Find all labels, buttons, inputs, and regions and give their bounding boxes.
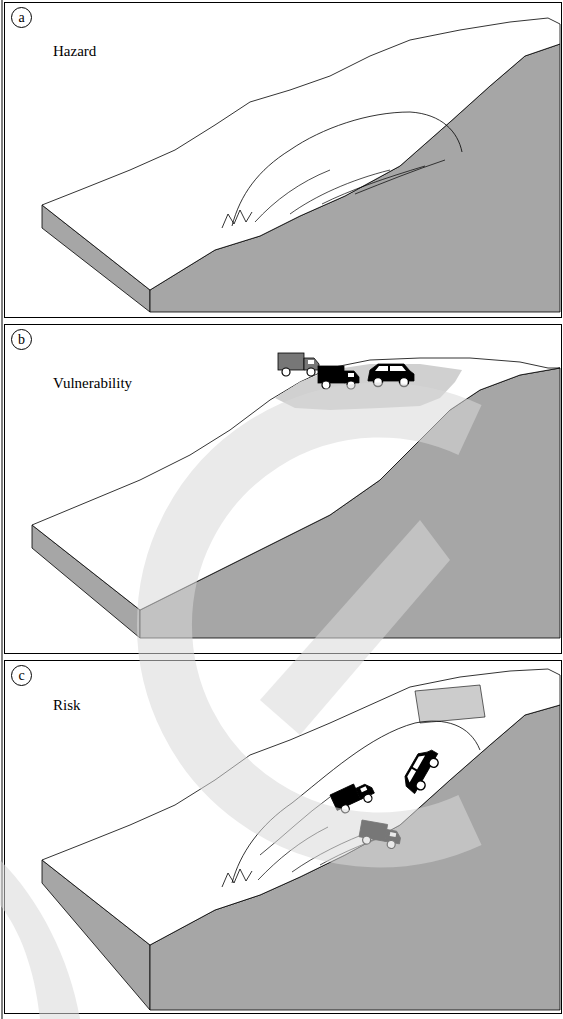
panel-letter-circle: a: [11, 7, 32, 28]
risk-block: [42, 669, 560, 1010]
truck-icon: [318, 366, 359, 389]
truck-icon: [278, 353, 319, 376]
watermark-bar: [260, 520, 450, 735]
panel-letter: c: [18, 669, 24, 683]
ground-surface: [42, 669, 560, 945]
diagram-panel: Vulnerability b: [4, 324, 562, 654]
ground-surface: [42, 18, 560, 290]
slide-toe: [222, 210, 252, 228]
panel-title: Hazard: [53, 43, 96, 60]
diagram-panel: Risk c: [4, 660, 562, 1014]
road-band: [275, 364, 462, 410]
watermark-arc: [0, 860, 80, 1019]
vulnerability-block: [32, 353, 560, 638]
panel-letter-circle: c: [11, 665, 32, 686]
panel-letter: a: [18, 11, 24, 25]
landslide-scarp: [232, 721, 480, 883]
panel-title: Risk: [53, 697, 81, 714]
watermark-arc: [164, 410, 470, 840]
slide-toe: [222, 869, 252, 887]
landslide-scarp: [232, 112, 462, 226]
diagram-panel: Hazard a: [4, 2, 562, 318]
panel-letter: b: [18, 333, 25, 347]
slide-contours: [255, 160, 445, 222]
truck-icon: [358, 820, 402, 850]
car-icon: [400, 745, 442, 796]
panel-title: Vulnerability: [53, 375, 132, 392]
hazard-block: [42, 18, 560, 312]
frame-line: [2, 0, 3, 1019]
ground-surface: [32, 358, 560, 610]
truck-icon: [330, 778, 377, 816]
failed-road: [415, 685, 485, 723]
panel-letter-circle: b: [11, 329, 32, 350]
car-icon: [368, 364, 414, 387]
